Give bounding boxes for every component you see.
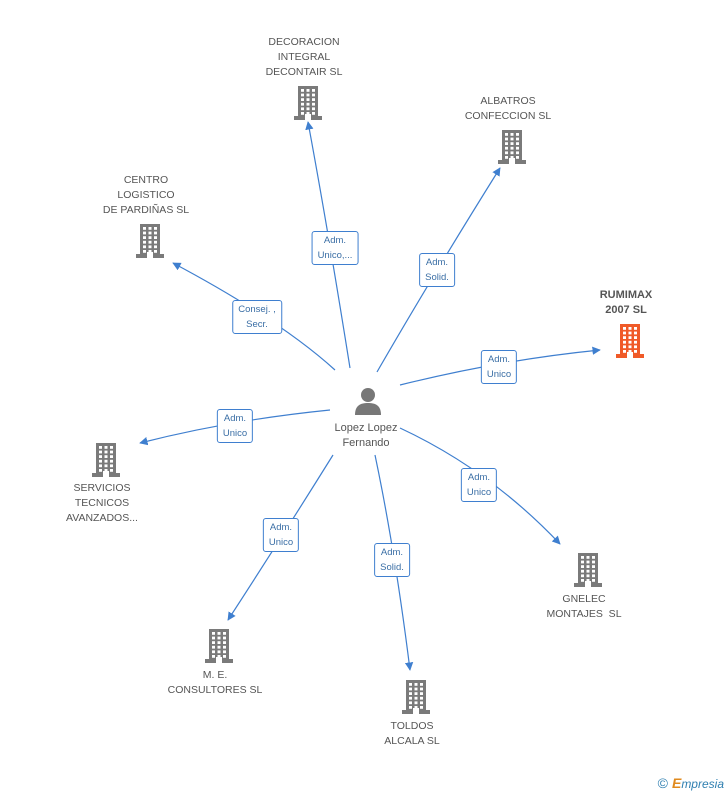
copyright-icon: © [657, 775, 668, 791]
role-label-me[interactable]: Adm. Unico [262, 518, 300, 552]
company-label-me[interactable]: M. E. CONSULTORES SL [167, 669, 263, 696]
building-icon-me[interactable] [203, 629, 235, 663]
watermark: © Empresia [658, 775, 724, 791]
company-label-albatros[interactable]: ALBATROS CONFECCION SL [464, 95, 552, 122]
role-label-servicios[interactable]: Adm. Unico [216, 409, 254, 443]
building-icon-centro[interactable] [134, 224, 166, 258]
role-label-decoracion[interactable]: Adm. Unico,... [311, 231, 359, 265]
building-icon-albatros[interactable] [496, 130, 528, 164]
building-icon-gnelec[interactable] [572, 553, 604, 587]
role-label-rumimax[interactable]: Adm. Unico [480, 350, 518, 384]
role-label-toldos[interactable]: Adm. Solid. [374, 543, 410, 577]
building-icon-decoracion[interactable] [292, 86, 324, 120]
brand-logo: Empresia [671, 775, 724, 791]
company-label-gnelec[interactable]: GNELEC MONTAJES SL [546, 593, 622, 620]
building-icon-servicios[interactable] [90, 443, 122, 477]
company-label-centro[interactable]: CENTRO LOGISTICO DE PARDIÑAS SL [102, 174, 190, 216]
building-icon-toldos[interactable] [400, 680, 432, 714]
company-label-decoracion[interactable]: DECORACION INTEGRAL DECONTAIR SL [265, 36, 343, 78]
person-icon[interactable] [353, 386, 383, 416]
role-label-albatros[interactable]: Adm. Solid. [419, 253, 455, 287]
center-person-label[interactable]: Lopez Lopez Fernando [334, 422, 398, 449]
company-label-servicios[interactable]: SERVICIOS TECNICOS AVANZADOS... [66, 482, 138, 524]
role-label-centro[interactable]: Consej. , Secr. [232, 300, 282, 334]
company-label-rumimax[interactable]: RUMIMAX 2007 SL [599, 289, 653, 316]
role-label-gnelec[interactable]: Adm. Unico [460, 468, 498, 502]
company-label-toldos[interactable]: TOLDOS ALCALA SL [384, 720, 440, 747]
building-icon-rumimax[interactable] [614, 324, 646, 358]
